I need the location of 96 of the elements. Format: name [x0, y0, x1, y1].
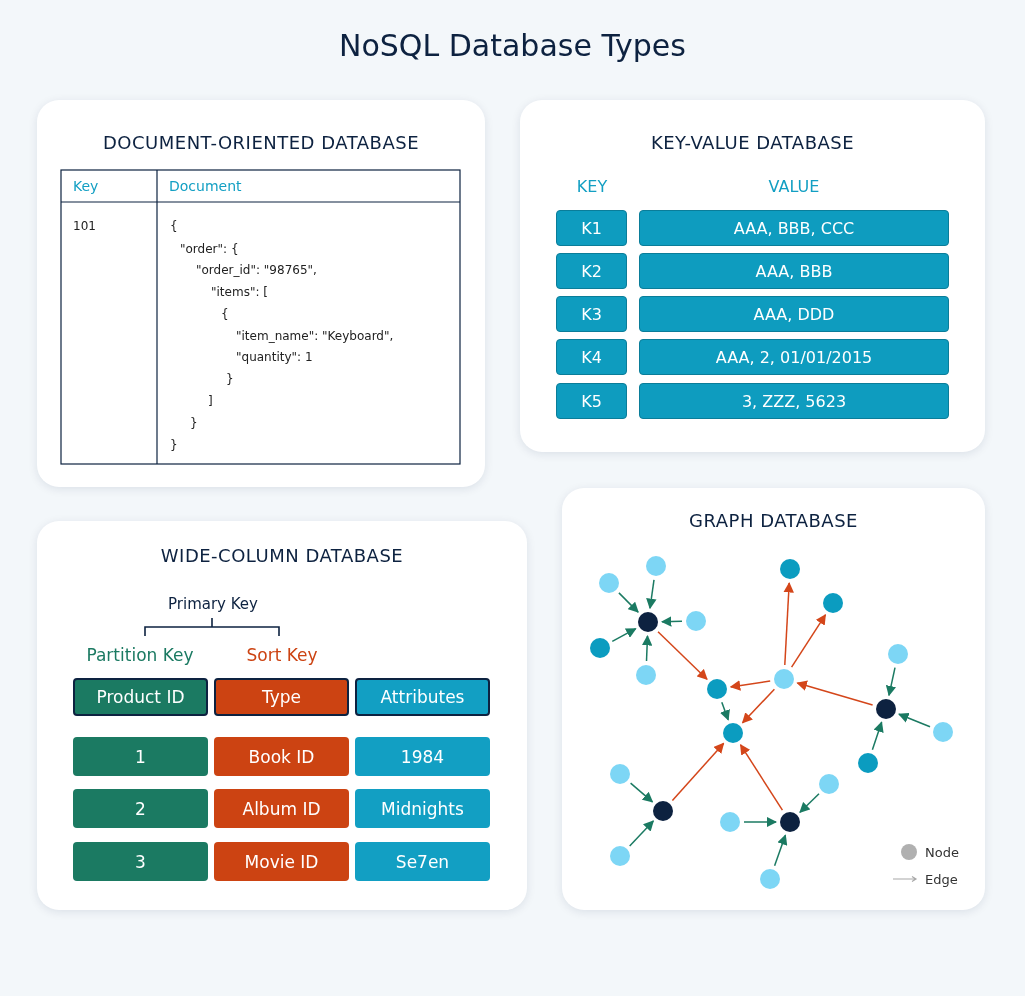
value-bar: AAA, DDD [639, 296, 949, 332]
arrow [796, 680, 874, 706]
value-bar: AAA, BBB [639, 253, 949, 289]
arrow [799, 793, 820, 813]
arrow [773, 834, 788, 867]
arrow [628, 820, 655, 847]
column-value: Album ID [214, 789, 349, 828]
column-value: Type [214, 678, 349, 716]
graph-node-circle [707, 679, 727, 699]
graph-node-circle [638, 612, 658, 632]
arrow [729, 680, 771, 691]
card-background [520, 100, 985, 452]
arrow [739, 743, 784, 811]
column-value: Se7en [355, 842, 490, 881]
graph-node-circle [686, 611, 706, 631]
key-label: Primary Key [168, 595, 258, 613]
arrow [618, 592, 639, 613]
arrow [646, 579, 657, 610]
value-bar: AAA, 2, 01/01/2015 [639, 339, 949, 375]
graph-node-circle [653, 801, 673, 821]
code-line: "order_id": "98765", [196, 263, 317, 277]
column-value: Product ID [73, 678, 208, 716]
code-line: ] [208, 394, 213, 408]
key-tag: K5 [556, 383, 627, 419]
graph-node-circle [780, 812, 800, 832]
graph-node-circle [599, 573, 619, 593]
column-value: Attributes [355, 678, 490, 716]
panel-title: DOCUMENT-ORIENTED DATABASE [101, 132, 421, 153]
code-line: "item_name": "Keyboard", [236, 329, 394, 343]
graph-node-circle [636, 665, 656, 685]
graph-node-circle [610, 846, 630, 866]
graph-node-circle [933, 722, 953, 742]
value-bar: AAA, BBB, CCC [639, 210, 949, 246]
arrow [790, 613, 827, 668]
key-tag: K2 [556, 253, 627, 289]
graph-node-circle [610, 764, 630, 784]
code-line: } [226, 372, 234, 386]
arrow [885, 666, 897, 697]
arrow [671, 742, 725, 802]
graph-node-circle [760, 869, 780, 889]
graph-node-circle [720, 812, 740, 832]
arrow [783, 581, 794, 666]
arrow [898, 712, 931, 728]
column-value: 1 [73, 737, 208, 776]
graph-node-circle [823, 593, 843, 613]
column-value: Midnights [355, 789, 490, 828]
column-value: Book ID [214, 737, 349, 776]
arrow [660, 616, 683, 627]
graph-node-circle [858, 753, 878, 773]
column-header: KEY [576, 176, 608, 196]
legend-label: Edge [925, 871, 958, 887]
arrow [657, 631, 708, 680]
column-header: Key [73, 178, 99, 194]
column-header: Document [169, 178, 242, 194]
graph-node-circle [876, 699, 896, 719]
card-background [37, 100, 485, 487]
graph-node-circle [774, 669, 794, 689]
diagram-title: NoSQL Database Types [338, 28, 687, 63]
code-line: { [170, 219, 178, 233]
column-value: 3 [73, 842, 208, 881]
arrow [641, 634, 653, 662]
panel-title: WIDE-COLUMN DATABASE [159, 545, 405, 566]
key-tag: K1 [556, 210, 627, 246]
key-tag: K4 [556, 339, 627, 375]
table-text: 101 [73, 219, 96, 233]
code-line: "quantity": 1 [236, 350, 313, 364]
column-value: 2 [73, 789, 208, 828]
legend-label: Node [925, 844, 959, 860]
arrow [741, 688, 776, 724]
panel-title: KEY-VALUE DATABASE [649, 132, 856, 153]
column-header: VALUE [768, 176, 820, 196]
card-background [37, 521, 527, 910]
key-tag: K3 [556, 296, 627, 332]
key-label: Sort Key [246, 645, 318, 665]
code-line: } [190, 416, 198, 430]
graph-node-circle [780, 559, 800, 579]
graph-node-circle [819, 774, 839, 794]
arrow [611, 627, 637, 643]
arrow [720, 701, 730, 721]
graph-node-circle [723, 723, 743, 743]
graph-node-circle [590, 638, 610, 658]
code-line: "order": { [180, 242, 239, 256]
arrow [743, 816, 778, 828]
code-line: } [170, 438, 178, 452]
code-line: { [221, 307, 229, 321]
code-line: "items": [ [211, 285, 268, 299]
key-label: Partition Key [86, 645, 194, 665]
panel-title: GRAPH DATABASE [688, 510, 859, 531]
graph-node-circle [646, 556, 666, 576]
graph-node-circle [888, 644, 908, 664]
column-value: Movie ID [214, 842, 349, 881]
arrow [871, 721, 884, 751]
arrow [629, 782, 654, 803]
value-bar: 3, ZZZ, 5623 [639, 383, 949, 419]
card-background [562, 488, 985, 910]
column-value: 1984 [355, 737, 490, 776]
